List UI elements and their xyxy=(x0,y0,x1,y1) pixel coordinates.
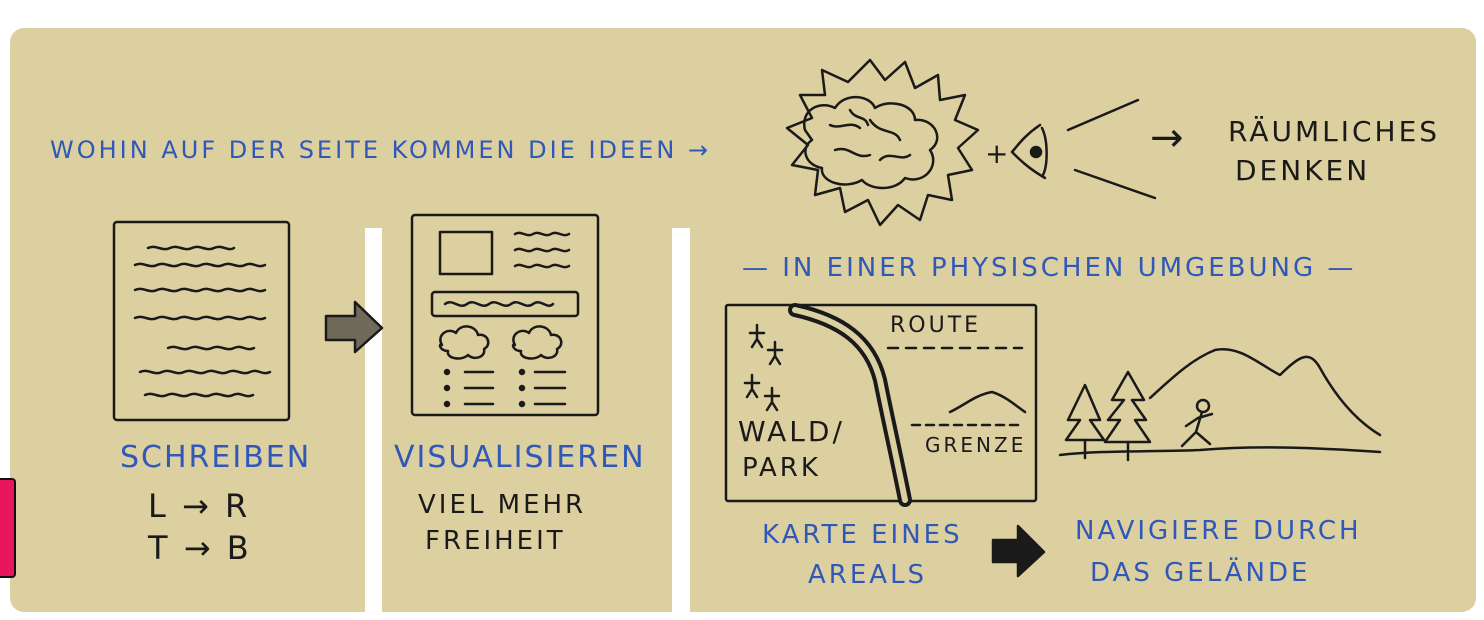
writing-direction-1: L → R xyxy=(148,487,251,525)
map-icon xyxy=(724,303,1038,507)
navigate-caption-2: DAS GELÄNDE xyxy=(1090,558,1311,588)
route-label: ROUTE xyxy=(890,313,982,338)
top-panel xyxy=(10,28,1476,228)
map-caption-1: KARTE EINES xyxy=(762,520,963,550)
forest-label-1: WALD/ xyxy=(738,415,845,448)
page-heading: WOHIN AUF DER SEITE KOMMEN DIE IDEEN → xyxy=(50,136,712,164)
visualizing-note-2: FREIHEIT xyxy=(425,526,566,556)
map-panel xyxy=(690,210,1476,612)
spatial-thinking-line1: RÄUMLICHES xyxy=(1228,115,1441,148)
physical-subtitle: — IN EINER PHYSISCHEN UMGEBUNG — xyxy=(742,253,1357,283)
pink-tab[interactable] xyxy=(0,478,16,578)
navigate-caption-1: NAVIGIERE DURCH xyxy=(1075,516,1362,546)
spatial-thinking-line2: DENKEN xyxy=(1235,154,1371,187)
people-icon xyxy=(743,323,784,412)
vision-lines-icon xyxy=(1066,98,1157,200)
visual-page-icon xyxy=(410,213,600,417)
plus-sign: + xyxy=(985,137,1009,170)
writing-direction-2: T → B xyxy=(148,529,252,567)
visualizing-panel xyxy=(382,210,672,612)
map-caption-2: AREALS xyxy=(808,560,928,590)
writing-title: SCHREIBEN xyxy=(120,440,312,475)
eye-icon xyxy=(1010,123,1048,180)
visualizing-title: VISUALISIEREN xyxy=(394,440,646,475)
writing-panel xyxy=(10,210,365,612)
text-page-icon xyxy=(112,220,291,422)
brain-sun-icon xyxy=(785,58,980,227)
transform-arrow-icon xyxy=(324,300,384,354)
landscape-icon xyxy=(1058,347,1382,462)
navigate-arrow-icon xyxy=(991,524,1046,578)
spatial-arrow: → xyxy=(1150,115,1184,161)
border-label: GRENZE xyxy=(925,433,1027,457)
visualizing-note-1: VIEL MEHR xyxy=(418,490,587,520)
forest-label-2: PARK xyxy=(742,453,821,483)
